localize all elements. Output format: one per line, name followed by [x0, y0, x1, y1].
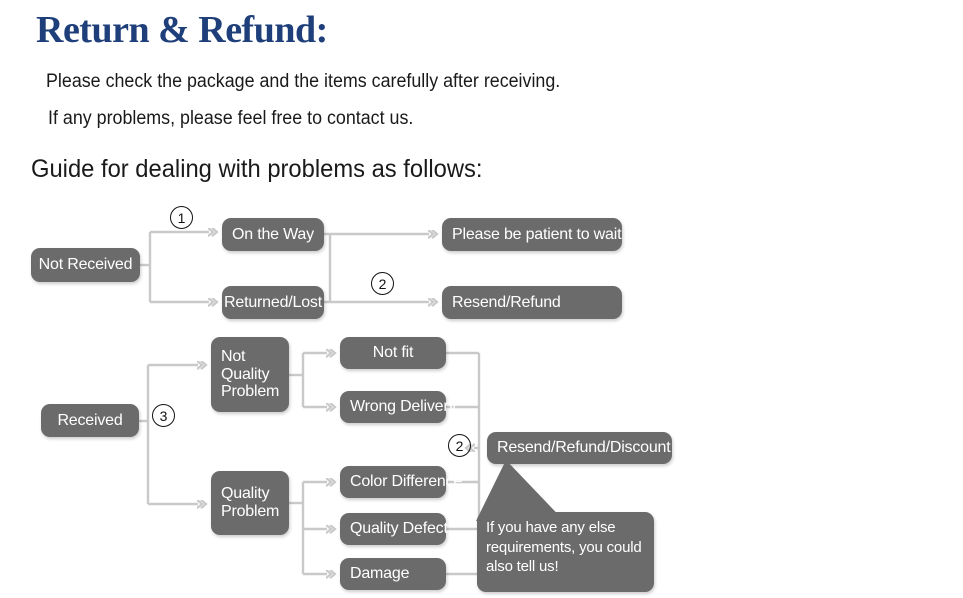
step-marker-1: 1 — [170, 206, 193, 229]
node-quality-problem[interactable]: Quality Problem — [211, 471, 289, 535]
intro-line-2: If any problems, please feel free to con… — [48, 108, 414, 129]
step-marker-2-lower: 2 — [448, 434, 471, 457]
node-on-the-way[interactable]: On the Way — [222, 218, 324, 251]
intro-line-1: Please check the package and the items c… — [46, 71, 561, 92]
node-damage[interactable]: Damage — [340, 558, 446, 590]
node-resend-refund[interactable]: Resend/Refund — [442, 286, 622, 319]
node-wrong-delivery[interactable]: Wrong Delivery — [340, 391, 456, 423]
step-marker-3: 3 — [152, 404, 175, 427]
callout-bubble: If you have any else requirements, you c… — [477, 512, 654, 592]
node-color-difference[interactable]: Color Difference — [340, 466, 462, 498]
node-received[interactable]: Received — [41, 404, 139, 437]
node-returned-lost[interactable]: Returned/Lost — [222, 286, 324, 319]
guide-heading: Guide for dealing with problems as follo… — [31, 155, 483, 183]
bubble-tail — [476, 460, 570, 527]
node-not-quality-problem[interactable]: Not Quality Problem — [211, 337, 289, 412]
node-not-fit[interactable]: Not fit — [340, 337, 446, 369]
node-resend-refund-discount[interactable]: Resend/Refund/Discount — [487, 432, 672, 464]
node-quality-defect[interactable]: Quality Defect — [340, 513, 448, 545]
page-title: Return & Refund: — [36, 9, 328, 51]
node-not-received[interactable]: Not Received — [31, 248, 140, 282]
node-please-be-patient[interactable]: Please be patient to wait — [442, 218, 622, 251]
step-marker-2: 2 — [371, 272, 394, 295]
